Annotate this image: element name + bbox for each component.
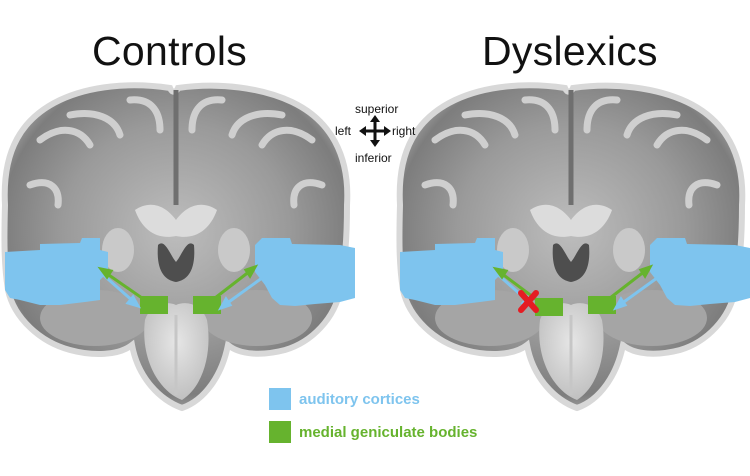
orientation-right: right <box>392 124 416 138</box>
controls-brain <box>4 85 355 408</box>
legend-item-mgb: medial geniculate bodies <box>269 421 477 443</box>
orientation-left: left <box>335 124 352 138</box>
legend-swatch <box>269 388 291 410</box>
orientation-superior: superior <box>355 102 399 116</box>
arrow-green-left <box>97 266 143 300</box>
arrow-green-right <box>214 264 259 300</box>
mgb-left <box>535 298 563 316</box>
legend-item-auditory: auditory cortices <box>269 388 420 410</box>
arrow-blue-right <box>217 276 263 311</box>
auditory-cortex-right <box>650 238 750 306</box>
legend-label: auditory cortices <box>299 390 420 408</box>
dyslexics-brain <box>399 85 750 408</box>
mgb-right <box>193 296 221 314</box>
auditory-cortex-right <box>255 238 355 306</box>
orientation-inferior: inferior <box>355 151 392 165</box>
arrow-green-right <box>609 264 654 300</box>
controls-title: Controls <box>92 28 248 74</box>
dyslexics-title: Dyslexics <box>482 28 658 74</box>
auditory-cortex-left <box>400 238 503 305</box>
auditory-cortex-left <box>5 238 108 305</box>
mgb-left <box>140 296 168 314</box>
four-way-arrow-icon <box>359 115 391 147</box>
cross-icon <box>518 290 539 313</box>
legend-swatch <box>269 421 291 443</box>
arrow-blue-right <box>612 276 658 311</box>
legend-label: medial geniculate bodies <box>299 423 478 441</box>
mgb-right <box>588 296 616 314</box>
